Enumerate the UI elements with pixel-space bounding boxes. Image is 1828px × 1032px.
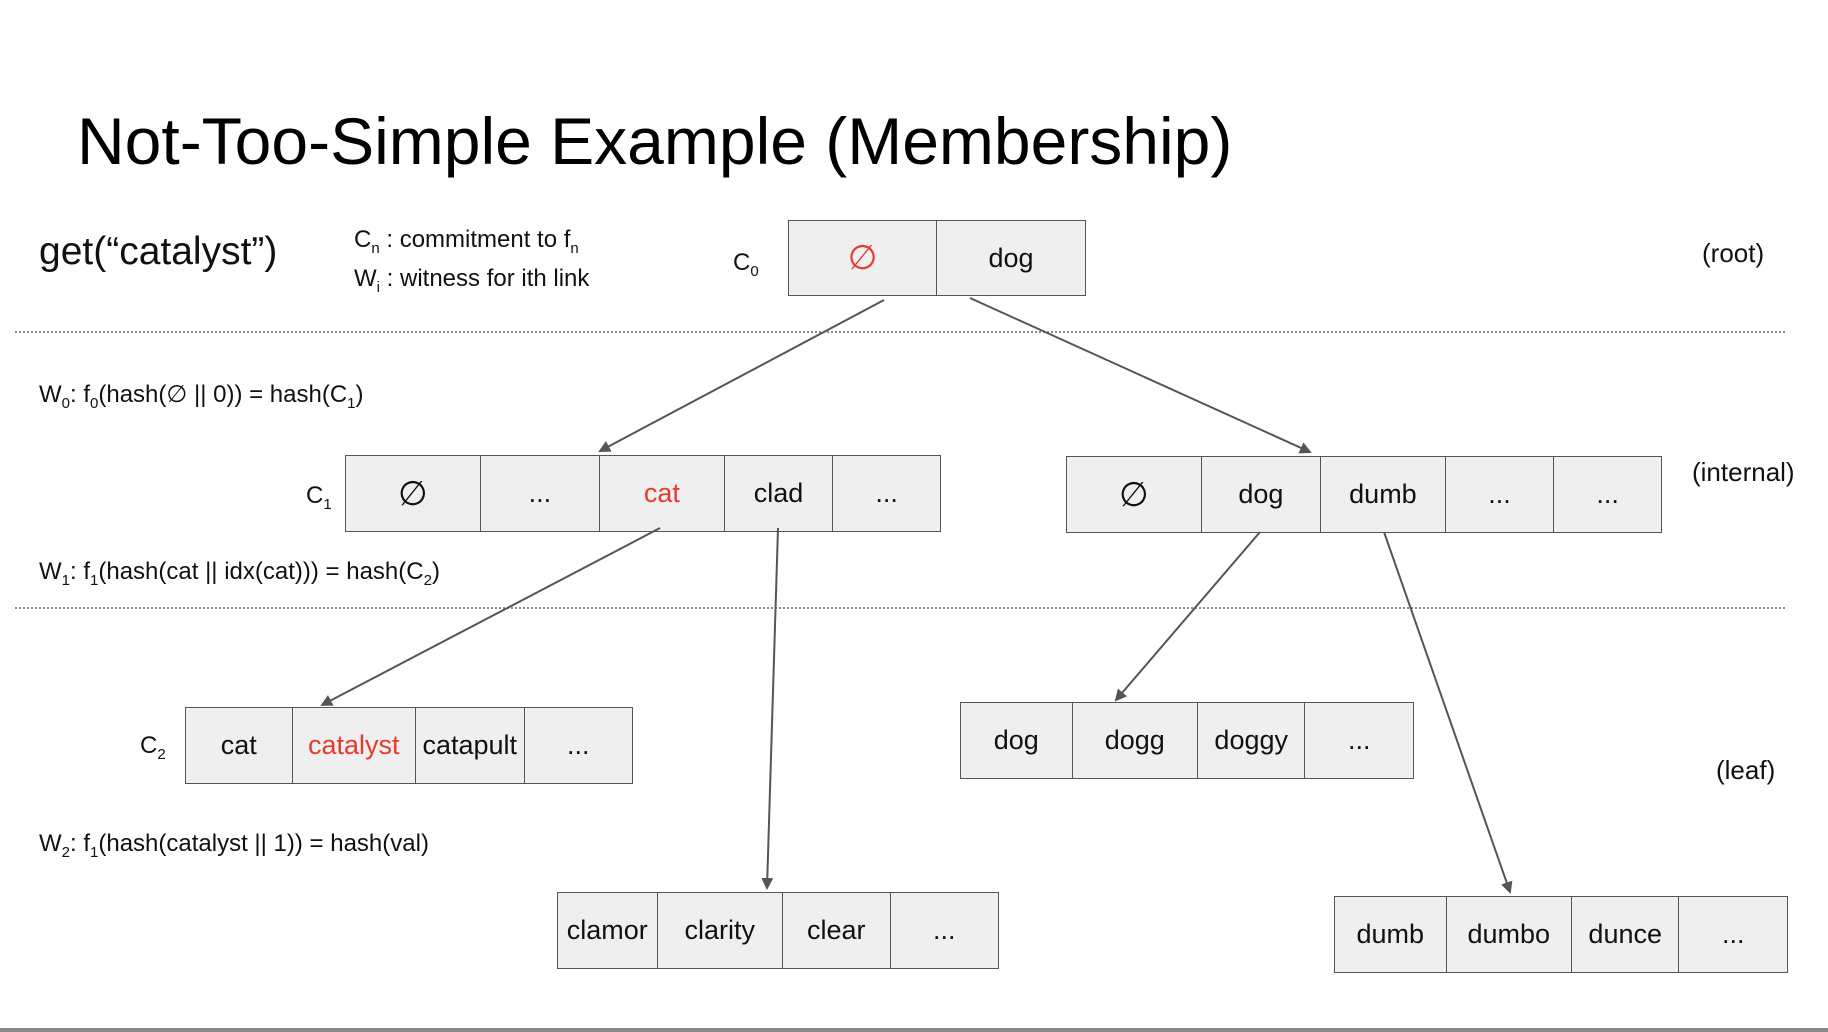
- leaf-node-dog: dog dogg doggy ...: [960, 702, 1414, 779]
- internal-right-cell-empty: ∅: [1067, 457, 1202, 532]
- leaf-cat-cell-cat: cat: [186, 708, 293, 783]
- internal-left-cell-ellipsis-1: ...: [481, 456, 601, 531]
- internal-node-left: ∅ ... cat clad ...: [345, 455, 941, 532]
- leaf-dumb-cell-ellipsis: ...: [1721, 919, 1745, 949]
- root-node: ∅ dog: [788, 220, 1086, 296]
- edge-clad-to-clamor: [761, 527, 779, 890]
- internal-right-cell-dog: dog: [1202, 457, 1322, 532]
- leaf-dumb-cell-dunce: dunce: [1572, 897, 1680, 972]
- internal-left-cell-clad: clad: [725, 456, 834, 531]
- internal-left-cell-ellipsis-2: ...: [875, 478, 898, 508]
- leaf-node-cat: cat catalyst catapult ...: [185, 707, 633, 784]
- leaf-clamor-cell-clamor: clamor: [558, 893, 658, 968]
- commitment-c1-label: C1: [306, 482, 332, 513]
- edge-root-empty-to-c1: [598, 299, 885, 452]
- edge-dumb-to-leaf-dumb: [1383, 531, 1513, 894]
- leaf-cat-cell-catalyst: catalyst: [293, 708, 416, 783]
- leaf-clamor-cell-ellipsis: ...: [933, 915, 956, 945]
- internal-right-cell-dumb: dumb: [1321, 457, 1446, 532]
- separator-root-internal: [15, 331, 1785, 333]
- legend-commitment: Cn : commitment to fn: [354, 226, 579, 257]
- witness-w1: W1: f1(hash(cat || idx(cat))) = hash(C2): [39, 558, 440, 589]
- leaf-clamor-cell-clear: clear: [783, 893, 891, 968]
- bottom-border: [0, 1028, 1828, 1032]
- internal-node-right: ∅ dog dumb ... ...: [1066, 456, 1662, 533]
- leaf-node-dumb: dumb dumbo dunce ...: [1334, 896, 1788, 973]
- level-internal-label: (internal): [1692, 457, 1795, 487]
- leaf-node-clamor: clamor clarity clear ...: [557, 892, 999, 969]
- leaf-dumb-cell-dumbo: dumbo: [1447, 897, 1572, 972]
- level-root-label: (root): [1702, 238, 1765, 268]
- slide-title: Not-Too-Simple Example (Membership): [77, 104, 1233, 178]
- internal-left-cell-empty: ∅: [346, 456, 481, 531]
- witness-w0: W0: f0(hash(∅ || 0)) = hash(C1): [39, 381, 364, 412]
- leaf-dog-cell-doggy: doggy: [1198, 703, 1306, 778]
- edge-dog-to-leaf-dog: [1114, 531, 1261, 702]
- leaf-dumb-cell-dumb: dumb: [1335, 897, 1447, 972]
- leaf-clamor-cell-clarity: clarity: [658, 893, 783, 968]
- leaf-cat-cell-ellipsis: ...: [567, 730, 590, 760]
- internal-left-cell-cat: cat: [600, 456, 725, 531]
- leaf-dog-cell-dog: dog: [961, 703, 1073, 778]
- leaf-cat-cell-catapult: catapult: [416, 708, 525, 783]
- legend-witness: Wi : witness for ith link: [354, 265, 590, 296]
- root-cell-dog: dog: [988, 242, 1034, 273]
- root-cell-empty: ∅: [789, 221, 937, 295]
- leaf-dog-cell-dogg: dogg: [1073, 703, 1198, 778]
- leaf-dog-cell-ellipsis: ...: [1347, 725, 1371, 755]
- internal-right-cell-ellipsis-1: ...: [1446, 457, 1555, 532]
- commitment-c2-label: C2: [140, 732, 166, 763]
- edge-cat-to-c2: [320, 527, 661, 706]
- internal-right-cell-ellipsis-2: ...: [1596, 479, 1619, 509]
- witness-w2: W2: f1(hash(catalyst || 1)) = hash(val): [39, 830, 429, 861]
- query-text: get(“catalyst”): [39, 230, 278, 273]
- edge-root-dog-to-internal-right: [969, 297, 1312, 454]
- separator-internal-leaf: [15, 607, 1785, 609]
- level-leaf-label: (leaf): [1716, 755, 1776, 785]
- commitment-c0-label: C0: [733, 249, 759, 280]
